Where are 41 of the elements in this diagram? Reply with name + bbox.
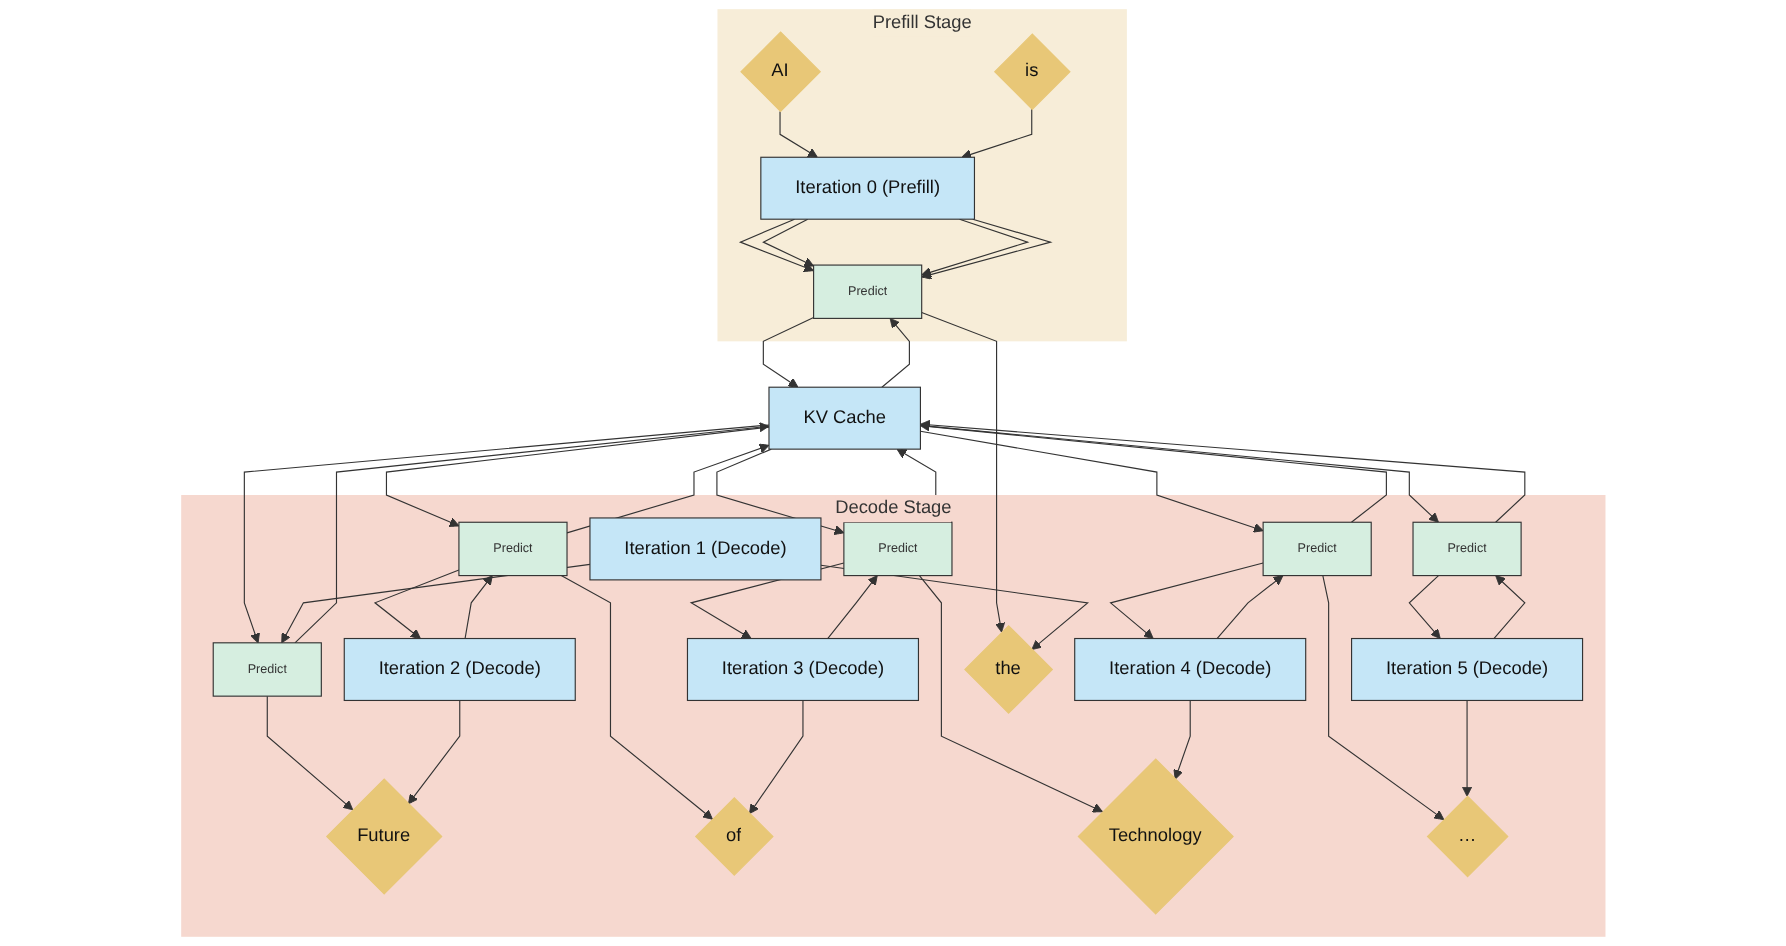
node-box: Iteration 4 (Decode) <box>1073 637 1306 702</box>
node-box: Iteration 1 (Decode) <box>589 517 822 581</box>
node-diamond: of <box>694 797 774 876</box>
arrow <box>1321 575 1444 821</box>
node-diamond: … <box>1426 795 1509 878</box>
arrow <box>1216 575 1284 640</box>
arrow <box>407 699 460 805</box>
arrow <box>560 575 713 820</box>
arrow <box>738 218 814 273</box>
node-diamond: the <box>963 624 1053 715</box>
arrow <box>464 575 493 640</box>
arrow <box>748 699 804 815</box>
node-box: Iteration 2 (Decode) <box>343 637 576 702</box>
arrow <box>385 426 770 527</box>
arrow <box>761 218 814 267</box>
node-diamond: Future <box>325 778 443 895</box>
node-diamond: AI <box>739 31 821 113</box>
arrow <box>266 695 353 811</box>
arrow <box>920 311 1005 633</box>
arrow <box>918 575 1103 813</box>
arrow <box>920 218 1030 278</box>
node-diamond: is <box>993 33 1071 111</box>
arrow <box>880 317 910 388</box>
arrow <box>826 575 878 640</box>
node-box: Iteration 3 (Decode) <box>686 637 919 702</box>
arrow <box>762 316 814 388</box>
arrow <box>961 108 1032 160</box>
arrow <box>1173 699 1191 780</box>
arrow <box>1461 699 1472 797</box>
arrow <box>1109 562 1264 639</box>
node-diamond: Technology <box>1077 758 1234 915</box>
arrow <box>373 569 460 639</box>
arrow <box>919 430 1264 533</box>
node-box: Iteration 5 (Decode) <box>1350 637 1583 702</box>
arrow <box>779 110 818 158</box>
node-box: KV Cache <box>768 386 921 450</box>
arrow <box>1408 575 1441 639</box>
node-box: Iteration 0 (Prefill) <box>759 156 975 220</box>
arrow <box>1492 575 1526 640</box>
arrow <box>920 218 1053 280</box>
arrow <box>919 419 1526 523</box>
